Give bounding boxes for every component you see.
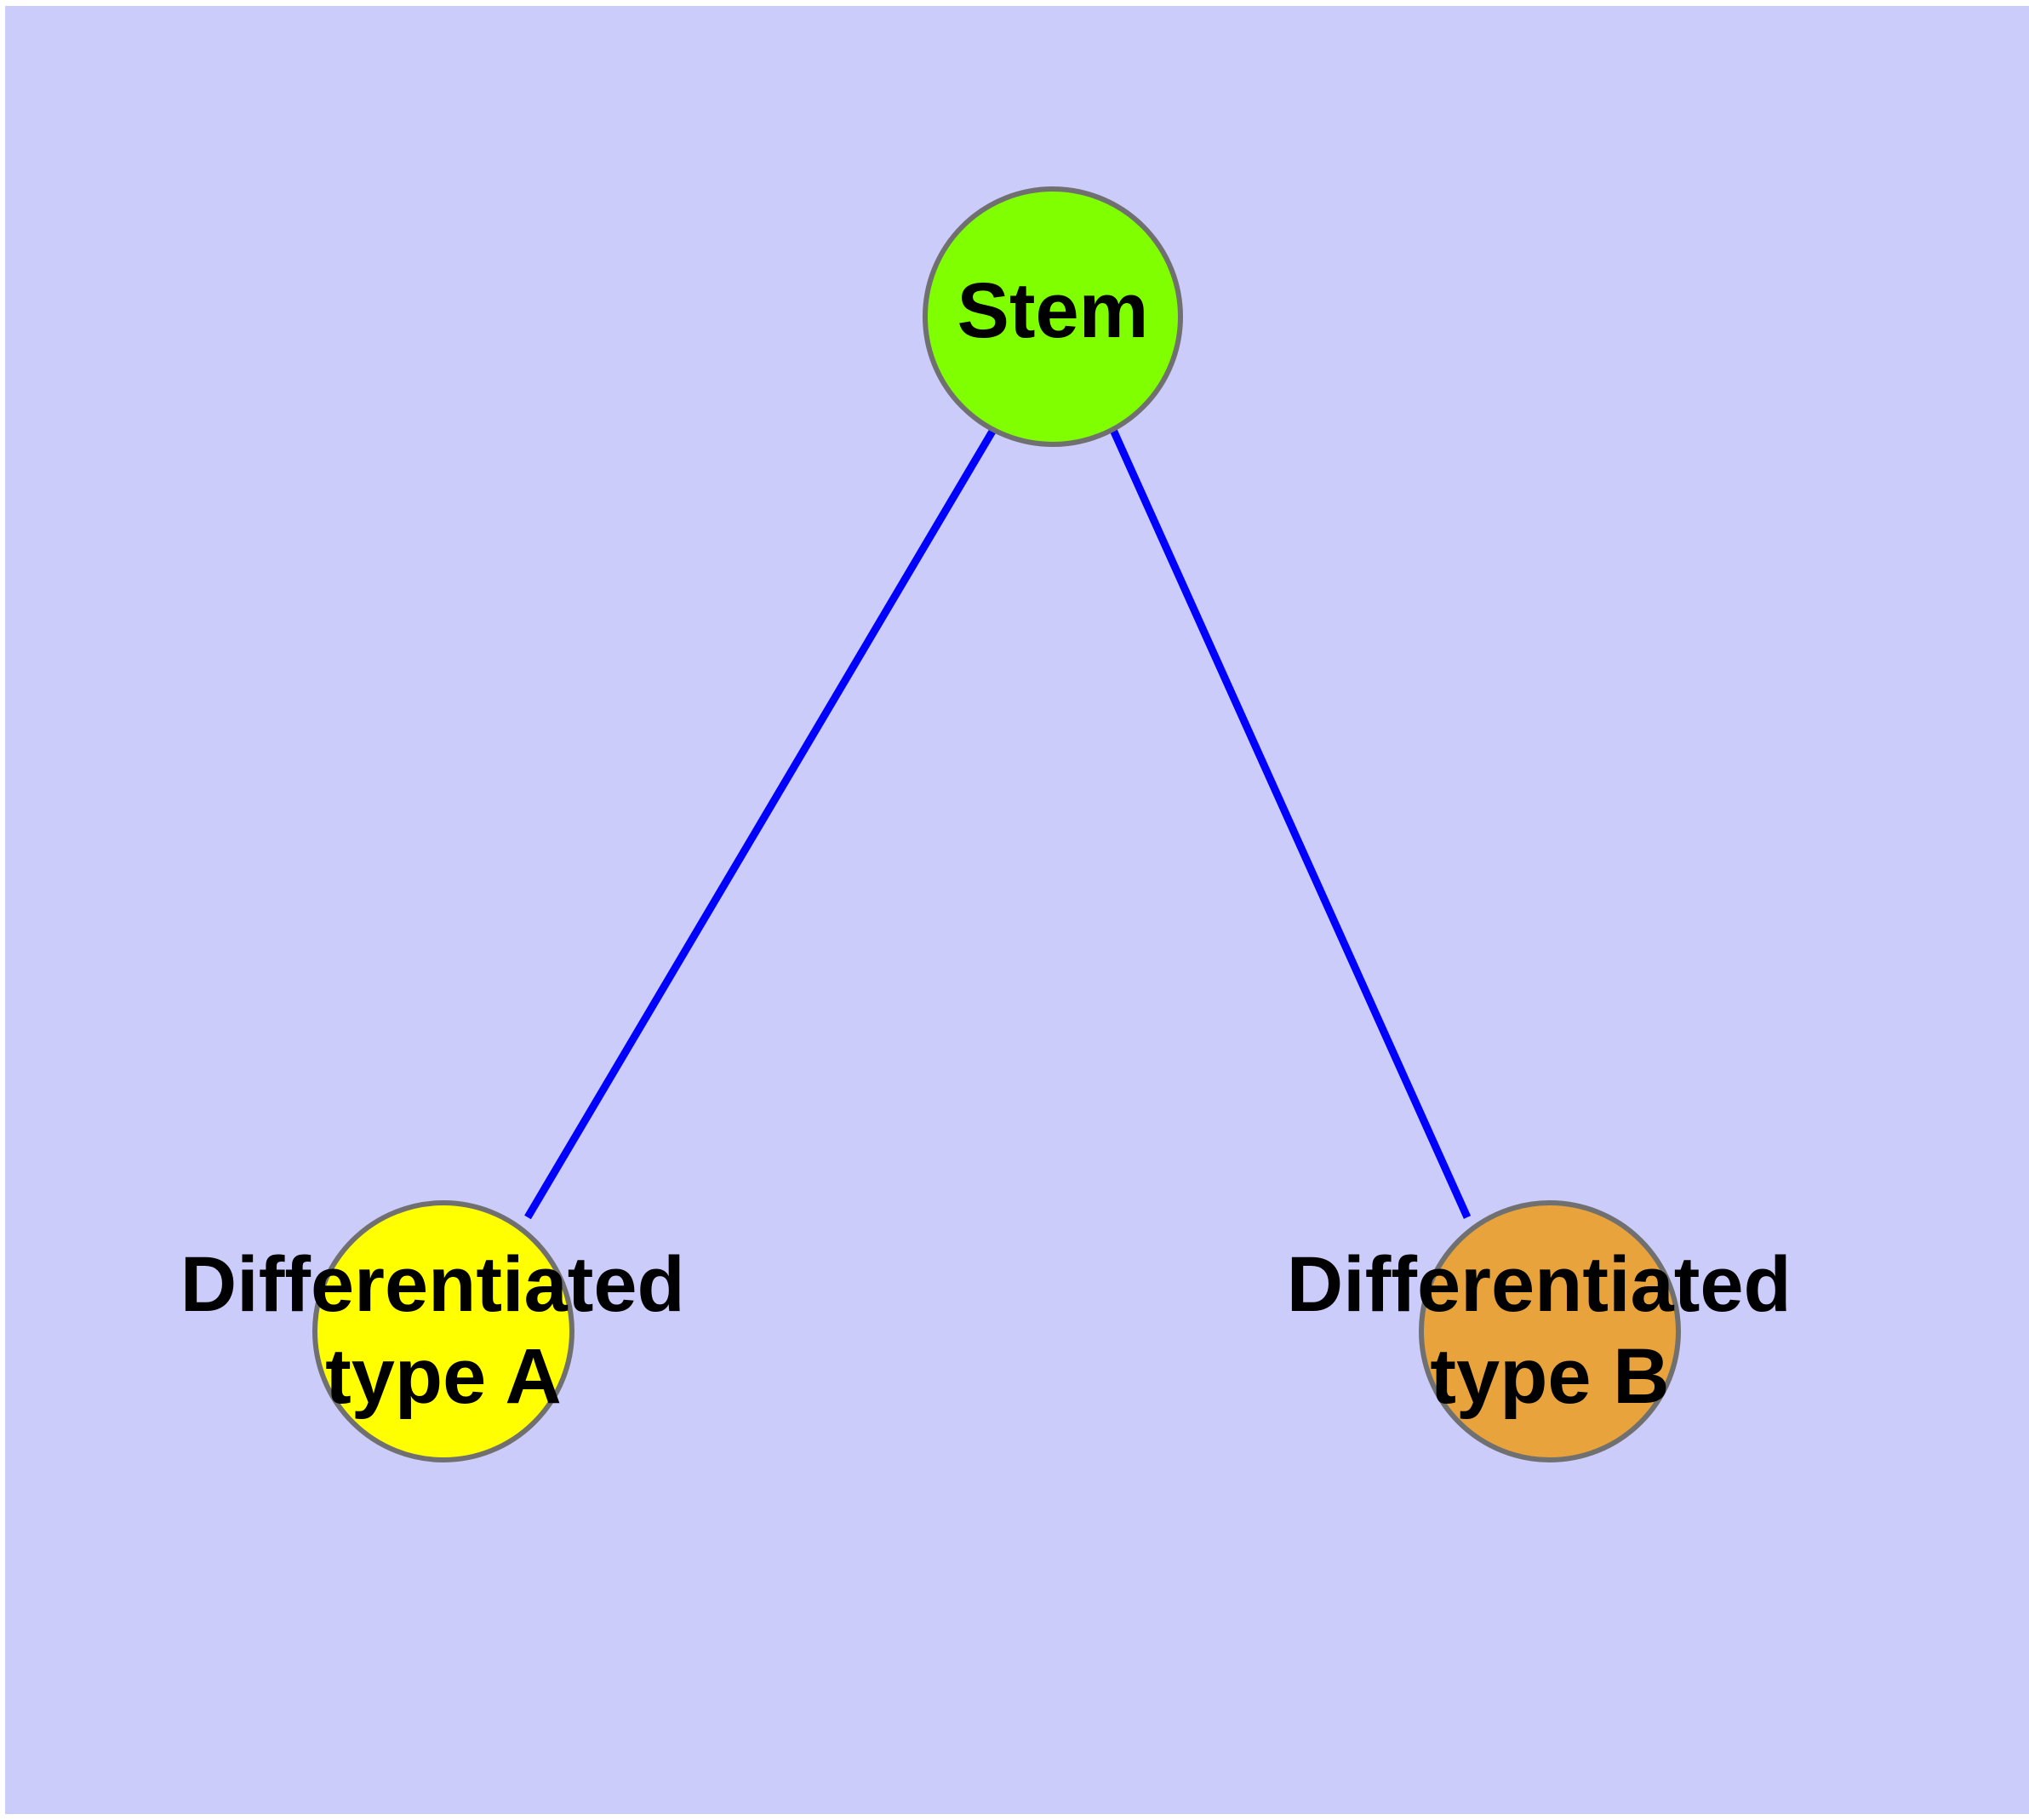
node-differentiated-type-a-label-line-1: Differentiated bbox=[180, 1241, 685, 1328]
node-group: Stem Differentiated type A Differentiate… bbox=[180, 186, 1814, 1462]
node-stem[interactable]: Stem bbox=[923, 186, 1183, 447]
node-differentiated-type-b[interactable]: Differentiated type B bbox=[1287, 1200, 1814, 1462]
node-differentiated-type-b-label: Differentiated type B bbox=[1287, 1241, 1814, 1420]
node-stem-label-line-1: Stem bbox=[957, 267, 1149, 354]
node-differentiated-type-b-label-line-1: Differentiated bbox=[1287, 1241, 1792, 1328]
node-differentiated-type-a-label: Differentiated type A bbox=[180, 1241, 707, 1420]
node-differentiated-type-a-circle[interactable] bbox=[312, 1200, 574, 1462]
node-differentiated-type-a[interactable]: Differentiated type A bbox=[180, 1200, 707, 1462]
node-differentiated-type-b-label-line-2: type B bbox=[1430, 1333, 1669, 1420]
node-stem-circle[interactable] bbox=[923, 186, 1183, 447]
node-stem-label: Stem bbox=[957, 267, 1149, 354]
edge-group bbox=[524, 427, 1472, 1220]
edge-stem-to-differentiated-type-b[interactable] bbox=[1109, 428, 1472, 1219]
node-differentiated-type-a-label-line-2: type A bbox=[325, 1333, 562, 1420]
edge-stem-to-differentiated-type-a[interactable] bbox=[524, 427, 997, 1220]
node-differentiated-type-b-circle[interactable] bbox=[1419, 1200, 1681, 1462]
